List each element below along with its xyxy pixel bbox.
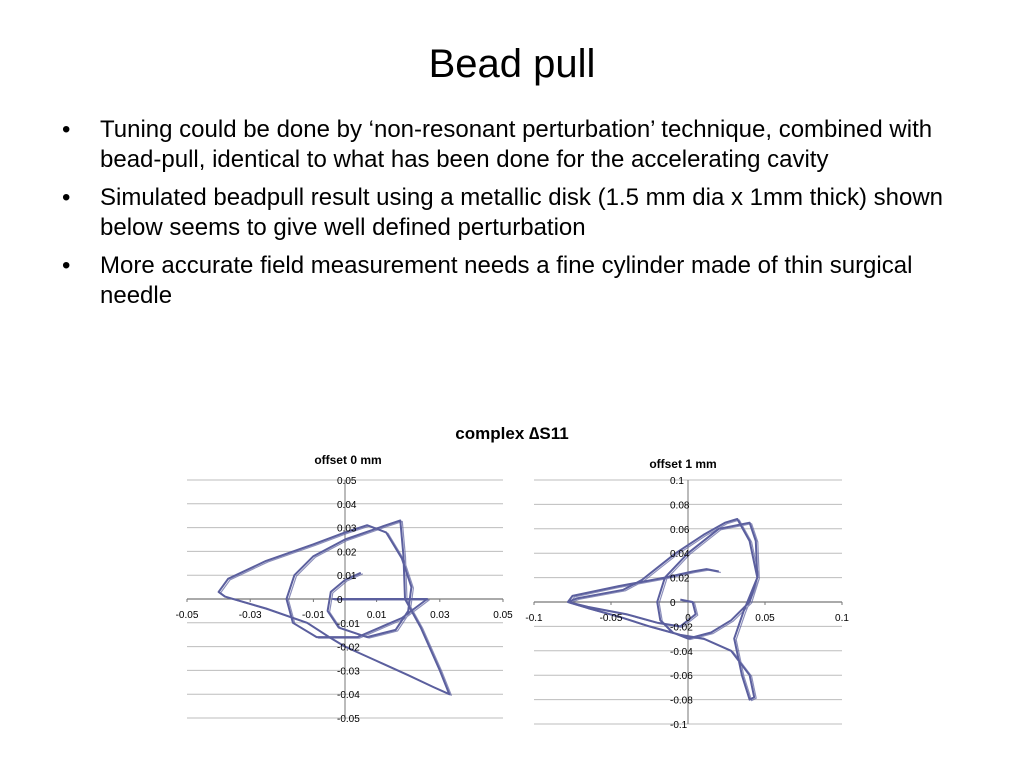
y-tick-label: -0.04 [337,690,360,701]
bullet-item: • More accurate field measurement needs a… [62,251,982,311]
x-tick-label: -0.03 [239,610,262,621]
charts-title: complex ∆S11 [455,424,569,443]
y-tick-label: 0.1 [670,476,684,487]
chart-offset-0mm: offset 0 mm 0.05 0.04 0.03 0.02 0.01 0 -0.01 -0.… [175,448,514,733]
x-tick-label: -0.1 [525,613,543,624]
bullet-glyph: • [62,252,71,279]
y-tick-label: 0.02 [670,574,690,585]
y-tick-label: -0.01 [337,619,360,630]
bullet-text: More accurate field measurement needs a … [100,252,913,309]
y-tick-label: -0.02 [337,643,360,654]
bullet-glyph: • [62,184,71,211]
bullet-text: Simulated beadpull result using a metall… [100,184,944,241]
y-tick-label: 0.01 [337,571,357,582]
y-tick-label: 0.04 [337,500,357,511]
y-tick-label: -0.05 [337,714,360,725]
bullet-item: • Simulated beadpull result using a metal… [62,183,982,243]
y-tick-label: 0.02 [337,547,357,558]
series-curve [217,519,451,696]
y-tick-label: -0.04 [670,647,693,658]
x-tick-label: 0.05 [493,610,513,621]
series-curve-loop [569,519,760,702]
y-tick-label: 0 [670,598,676,609]
bullet-text: Tuning could be done by ‘non-resonant pe… [100,116,933,173]
y-tick-label: -0.06 [670,671,693,682]
chart-subtitle: offset 0 mm [314,453,381,467]
y-tick-label: -0.1 [670,720,688,731]
x-tick-label: 0.05 [755,613,775,624]
x-tick-label: 0.01 [367,610,387,621]
y-tick-label: 0.06 [670,525,690,536]
bullet-glyph: • [62,116,71,143]
y-tick-label: 0.04 [670,549,690,560]
x-tick-label: -0.05 [176,610,199,621]
y-tick-label: 0.08 [670,500,690,511]
x-tick-label: -0.05 [600,613,623,624]
chart-offset-1mm-svg: offset 1 mm0.10.080.060.040.020-0.02-0.0… [525,457,849,731]
y-tick-label: -0.08 [670,696,693,707]
y-tick-label: -0.02 [670,622,693,633]
chart-subtitle: offset 1 mm [649,457,716,471]
series-curve-loop [220,520,452,696]
x-tick-label: 0 [685,613,691,624]
bullet-list: • Tuning could be done by ‘non-resonant p… [62,115,982,319]
y-tick-label: 0.05 [337,476,357,487]
slide-title: Bead pull [428,42,596,86]
bullet-item: • Tuning could be done by ‘non-resonant p… [62,115,982,175]
x-tick-label: 0.03 [430,610,450,621]
chart-offset-0mm-svg: offset 0 mm 0.05 0.04 0.03 0.02 0.01 0 -0.01 -0.… [176,453,514,725]
x-tick-label: 0.1 [835,613,849,624]
y-tick-label: -0.03 [337,666,360,677]
x-tick-label: -0.01 [302,610,325,621]
y-tick-label: 0.03 [337,524,357,535]
y-tick-label: 0 [337,595,343,606]
